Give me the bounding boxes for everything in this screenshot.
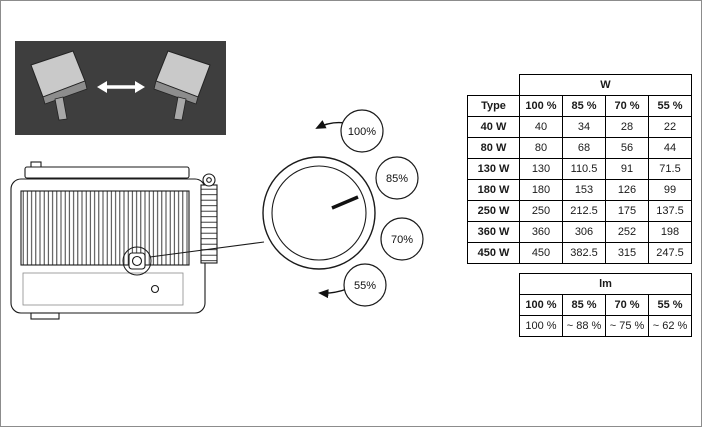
table-row: 130 W 130 110.5 91 71.5 [467,158,692,180]
dial-level-85-label: 85% [386,173,408,185]
dial-level-55-label: 55% [354,280,376,292]
value-cell: 247.5 [648,242,692,264]
lumen-table-unit-header: lm [519,273,692,295]
dial-level-100-label: 100% [348,126,376,138]
value-cell: 175 [605,200,649,222]
value-cell: 56 [605,137,649,159]
power-table-unit-header: W [519,74,692,96]
screw-cap [150,284,160,294]
power-table-col-header-85: 85 % [562,95,606,117]
value-cell: 137.5 [648,200,692,222]
value-cell: 212.5 [562,200,606,222]
value-cell: 100 % [519,315,563,337]
dial-level-70: 70% [380,217,424,261]
value-cell: 306 [562,221,606,243]
lumen-table: lm 100 % 85 % 70 % 55 % 100 % ~ 88 % ~ 7… [519,273,692,337]
value-cell: 198 [648,221,692,243]
value-cell: 126 [605,179,649,201]
value-cell: 450 [519,242,563,264]
value-cell: 34 [562,116,606,138]
table-row: 80 W 80 68 56 44 [467,137,692,159]
type-cell: 40 W [467,116,520,138]
value-cell: 40 [519,116,563,138]
value-cell: 71.5 [648,158,692,180]
power-table-spacer [468,75,520,96]
type-cell: 130 W [467,158,520,180]
type-cell: 250 W [467,200,520,222]
value-cell: 130 [519,158,563,180]
value-cell: 315 [605,242,649,264]
dimmer-dial-enlarged [262,156,376,270]
dial-level-70-label: 70% [391,234,413,246]
table-row: 250 W 250 212.5 175 137.5 [467,200,692,222]
dial-level-85: 85% [375,156,419,200]
value-cell: 68 [562,137,606,159]
power-table-col-header-70: 70 % [605,95,649,117]
lumen-table-col-header-70: 70 % [605,294,649,316]
mounting-foot [30,312,60,320]
value-cell: 99 [648,179,692,201]
dial-level-55: 55% [343,263,387,307]
table-row: 360 W 360 306 252 198 [467,221,692,243]
heatsink-fins [20,190,190,266]
dial-level-100: 100% [340,109,384,153]
table-row: 180 W 180 153 126 99 [467,179,692,201]
table-row: 40 W 40 34 28 22 [467,116,692,138]
value-cell: 180 [519,179,563,201]
floodlight-rear-drawing [10,161,218,320]
dimmer-diagram: 100% 85% 70% 55% [10,109,424,320]
value-cell: 44 [648,137,692,159]
type-cell: 360 W [467,221,520,243]
type-cell: 450 W [467,242,520,264]
floodlight-right-silhouette [153,50,211,121]
value-cell: ~ 62 % [648,315,692,337]
floodlight-left-silhouette [30,50,88,121]
type-cell: 80 W [467,137,520,159]
dial-callout-circle [122,246,152,276]
value-cell: 252 [605,221,649,243]
dial-position-mark [331,195,359,210]
callout-leader-line [149,241,265,258]
value-cell: 22 [648,116,692,138]
value-cell: ~ 88 % [562,315,606,337]
type-cell: 180 W [467,179,520,201]
power-table-col-header-type: Type [467,95,520,117]
value-cell: 110.5 [562,158,606,180]
value-cell: 153 [562,179,606,201]
value-cell: 382.5 [562,242,606,264]
value-cell: 28 [605,116,649,138]
tilt-adjust-graphic [30,50,211,121]
value-cell: 91 [605,158,649,180]
rotate-arrow-bottom-icon [318,288,348,299]
value-cell: 80 [519,137,563,159]
power-table-col-header-100: 100 % [519,95,563,117]
table-row: 450 W 450 382.5 315 247.5 [467,242,692,264]
value-cell: 250 [519,200,563,222]
tilt-adjust-inset-image [15,41,226,135]
mounting-bracket-arm [200,184,218,264]
lumen-table-col-header-55: 55 % [648,294,692,316]
lumen-table-col-header-85: 85 % [562,294,606,316]
power-table-col-header-55: 55 % [648,95,692,117]
double-headed-arrow-icon [97,81,145,93]
value-cell: 360 [519,221,563,243]
table-row: 100 % ~ 88 % ~ 75 % ~ 62 % [519,315,692,337]
lumen-table-col-header-100: 100 % [519,294,563,316]
power-table: W Type 100 % 85 % 70 % 55 % 40 W 40 34 2… [467,74,692,264]
value-cell: ~ 75 % [605,315,649,337]
